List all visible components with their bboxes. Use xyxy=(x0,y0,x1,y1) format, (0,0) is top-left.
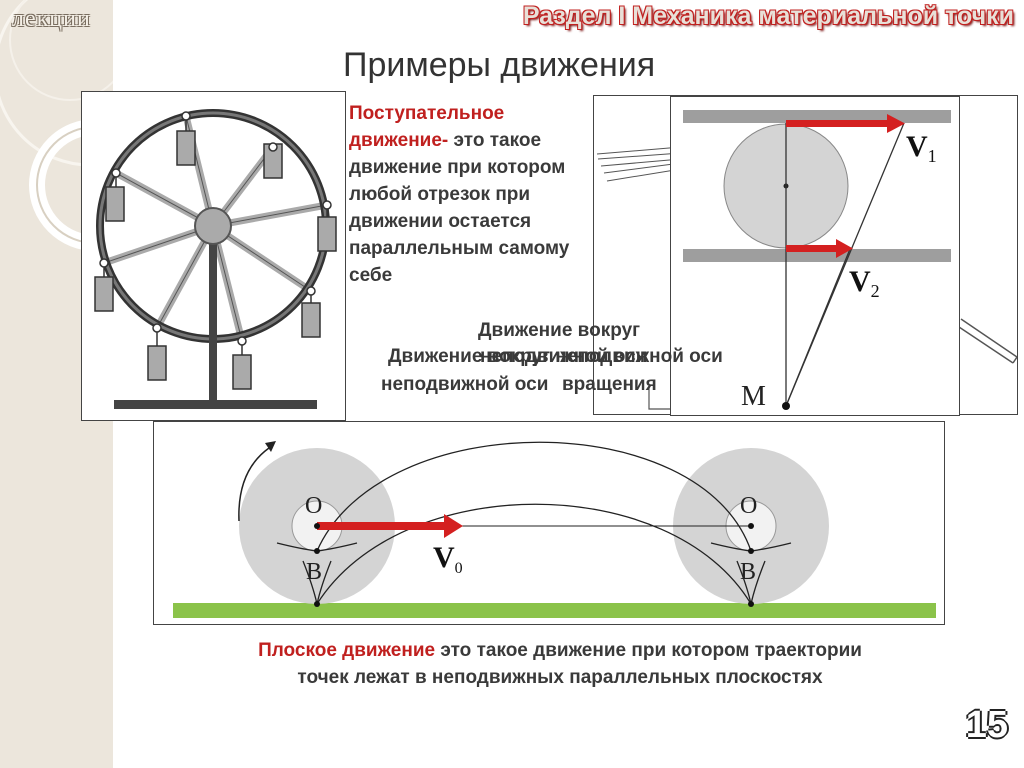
page-number: 15 xyxy=(965,704,1008,746)
rotation-label-line-b-overlap: неподвижной оси xyxy=(480,346,648,367)
rolling-cylinder-diagram: V1 V2 M xyxy=(683,110,951,412)
ground-strip xyxy=(173,603,936,618)
rotation-label-line-c-overlap: вращения xyxy=(562,374,657,395)
rotation-label-line-b: Движение вокруг неподвижной оси xyxy=(388,346,723,367)
upper-plate xyxy=(683,110,951,123)
velocity-arrow-v2 xyxy=(786,245,838,252)
rotation-label-line-c: неподвижной оси xyxy=(381,374,549,395)
ferris-wheel-panel xyxy=(81,91,346,421)
plane-motion-term: Плоское движение xyxy=(258,640,436,661)
wheel-panel: O O B B V0 xyxy=(153,421,945,625)
section-title: Раздел I Механика материальной точки xyxy=(522,2,1014,30)
slide-title: Примеры движения xyxy=(343,46,656,84)
right-center-label: O xyxy=(740,493,757,519)
rotation-label-line-a: Движение вокруг xyxy=(478,320,641,341)
left-center-label: O xyxy=(305,493,322,519)
v0-label: V0 xyxy=(433,541,463,577)
translational-text: это такое движение при котором любой отр… xyxy=(349,130,570,286)
left-point-label: B xyxy=(306,559,322,585)
translational-definition: Поступательное движение- это такое движе… xyxy=(349,100,589,289)
plane-motion-definition: Плоское движение это такое движение при … xyxy=(230,637,890,691)
lower-plate xyxy=(683,249,951,262)
wheel-diagram: O O B B V0 xyxy=(173,441,936,618)
v1-label: V1 xyxy=(906,130,937,166)
plane-motion-text: это такое движение при котором траектори… xyxy=(297,640,862,688)
ferris-wheel-diagram xyxy=(94,109,337,409)
point-m-label: M xyxy=(741,381,766,412)
rolling-diagram-panel: V1 V2 M xyxy=(670,96,960,416)
translational-term: Поступательное движение- xyxy=(349,103,505,151)
velocity-arrow-v1 xyxy=(786,120,889,127)
right-point-label: B xyxy=(740,559,756,585)
v2-label: V2 xyxy=(849,265,880,301)
lectures-label[interactable]: лекции xyxy=(12,6,91,32)
velocity-arrow-v0 xyxy=(317,522,447,530)
